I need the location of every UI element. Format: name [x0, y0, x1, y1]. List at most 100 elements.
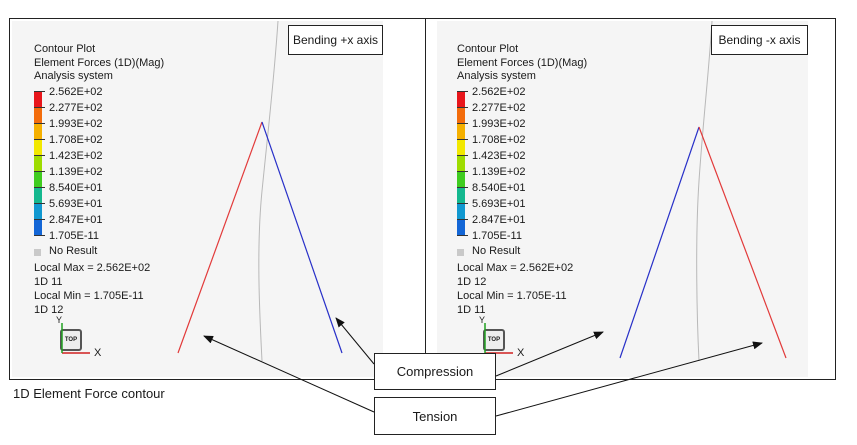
triad-y-label: Y — [56, 315, 63, 325]
scale-label: 1.423E+02 — [472, 150, 526, 162]
legend-title-line2: Element Forces (1D)(Mag) — [457, 56, 588, 69]
scale-tick — [34, 235, 45, 236]
legend-title: Contour Plot Element Forces (1D)(Mag) An… — [457, 43, 587, 84]
viewport-bending-plus-x[interactable]: Contour Plot Element Forces (1D)(Mag) An… — [12, 21, 383, 377]
scale-tick — [457, 235, 468, 236]
scale-label: 1.423E+02 — [49, 150, 103, 162]
scale-label: 1.708E+02 — [49, 134, 103, 146]
scale-tick — [34, 187, 45, 188]
scale-label: 1.993E+02 — [472, 118, 526, 130]
legend-title-line1: Contour Plot — [34, 43, 96, 55]
scale-tick — [457, 107, 468, 108]
label-bending-minus-x: Bending -x axis — [711, 25, 808, 55]
color-swatch — [457, 108, 465, 123]
scale-tick — [457, 155, 468, 156]
scale-tick — [457, 187, 468, 188]
legend-title-line1: Contour Plot — [457, 43, 519, 55]
tension-member — [177, 121, 263, 354]
scale-tick — [34, 171, 45, 172]
scale-label: 2.562E+02 — [472, 86, 526, 98]
axis-arrows-icon — [61, 323, 90, 354]
local-min: Local Min = 1.705E-11 — [34, 290, 144, 302]
color-swatch — [457, 92, 465, 107]
view-triad[interactable]: TOP Y X — [56, 315, 116, 363]
legend-title-line2: Element Forces (1D)(Mag) — [34, 56, 165, 69]
local-min: Local Min = 1.705E-11 — [457, 290, 567, 302]
color-swatch — [34, 220, 42, 235]
tension-member — [698, 126, 787, 359]
scale-label: 1.705E-11 — [49, 230, 99, 242]
color-swatch — [34, 92, 42, 107]
color-swatch — [34, 108, 42, 123]
scale-label: 2.277E+02 — [49, 102, 103, 114]
color-swatch — [457, 172, 465, 187]
color-swatch — [457, 156, 465, 171]
color-swatch — [34, 156, 42, 171]
legend-title: Contour Plot Element Forces (1D)(Mag) An… — [34, 43, 164, 84]
local-max: Local Max = 2.562E+02 — [457, 262, 574, 274]
legend-title-line3: Analysis system — [457, 70, 536, 82]
scale-tick — [34, 155, 45, 156]
legend-title-line3: Analysis system — [34, 70, 113, 82]
figure-caption: 1D Element Force contour — [13, 386, 165, 401]
scale-tick — [457, 203, 468, 204]
scale-label: 1.993E+02 — [49, 118, 103, 130]
scale-label: 2.847E+01 — [472, 214, 526, 226]
min-element: 1D 12 — [34, 304, 64, 316]
scale-tick — [34, 203, 45, 204]
scale-label: 1.139E+02 — [472, 166, 526, 178]
color-swatch — [34, 188, 42, 203]
scale-tick — [34, 219, 45, 220]
view-cube-icon[interactable]: TOP — [60, 329, 82, 351]
model-geometry — [177, 21, 343, 362]
scale-label: 2.847E+01 — [49, 214, 103, 226]
color-swatch — [34, 204, 42, 219]
scale-label: 8.540E+01 — [472, 182, 526, 194]
scale-tick — [457, 219, 468, 220]
callout-compression: Compression — [374, 353, 496, 390]
color-swatch — [34, 172, 42, 187]
scale-tick — [34, 107, 45, 108]
scale-label: 5.693E+01 — [472, 198, 526, 210]
no-result-swatch — [457, 249, 464, 256]
reference-curve — [258, 21, 279, 362]
scale-label: 5.693E+01 — [49, 198, 103, 210]
scale-label: 1.705E-11 — [472, 230, 522, 242]
scale-tick — [34, 91, 45, 92]
panel-divider — [425, 19, 426, 379]
scale-tick — [457, 171, 468, 172]
triad-x-label: X — [94, 347, 102, 359]
max-element: 1D 12 — [457, 276, 487, 288]
reference-curve — [696, 21, 713, 362]
scale-tick — [34, 123, 45, 124]
color-swatch — [34, 124, 42, 139]
color-swatch — [457, 220, 465, 235]
callout-tension: Tension — [374, 397, 496, 435]
max-element: 1D 11 — [34, 276, 63, 288]
no-result-swatch — [34, 249, 41, 256]
label-bending-plus-x: Bending +x axis — [288, 25, 383, 55]
color-swatch — [34, 140, 42, 155]
scale-label: 1.139E+02 — [49, 166, 103, 178]
scale-label: 8.540E+01 — [49, 182, 103, 194]
scale-tick — [34, 139, 45, 140]
model-geometry — [619, 21, 787, 362]
viewport-bending-minus-x[interactable]: Contour Plot Element Forces (1D)(Mag) An… — [437, 21, 808, 377]
triad-y-label: Y — [479, 315, 486, 325]
no-result-label: No Result — [472, 245, 521, 257]
color-swatch — [457, 204, 465, 219]
scale-tick — [457, 123, 468, 124]
scale-label: 2.562E+02 — [49, 86, 103, 98]
scale-label: 1.708E+02 — [472, 134, 526, 146]
compression-member — [619, 126, 700, 359]
figure-frame: Contour Plot Element Forces (1D)(Mag) An… — [9, 18, 836, 380]
scale-tick — [457, 139, 468, 140]
scale-tick — [457, 91, 468, 92]
color-swatch — [457, 124, 465, 139]
min-element: 1D 11 — [457, 304, 486, 316]
color-swatch — [457, 188, 465, 203]
color-swatch — [457, 140, 465, 155]
scale-label: 2.277E+02 — [472, 102, 526, 114]
no-result-label: No Result — [49, 245, 98, 257]
local-max: Local Max = 2.562E+02 — [34, 262, 151, 274]
